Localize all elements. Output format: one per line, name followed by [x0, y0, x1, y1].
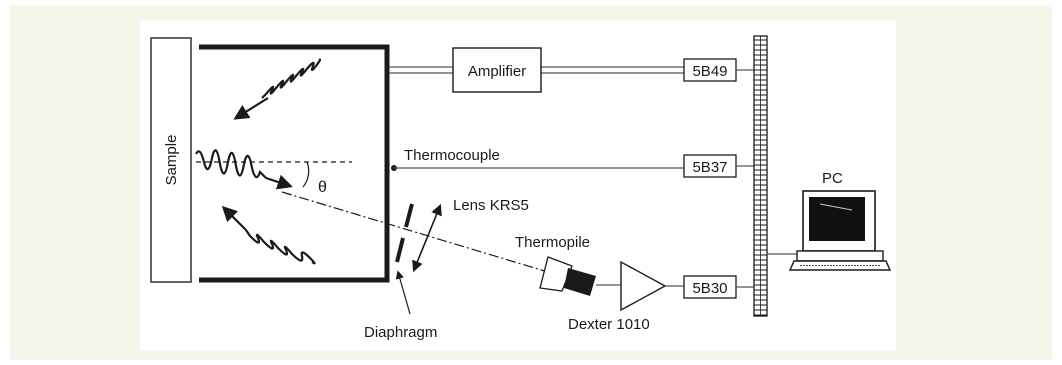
diaphragm: [395, 203, 414, 263]
diaphragm-label: Diaphragm: [364, 324, 437, 341]
amplifier-label: Amplifier: [468, 63, 526, 80]
pc-computer: [788, 190, 892, 271]
amplifier-wire: [389, 66, 684, 74]
thermopile-label: Thermopile: [515, 234, 590, 251]
chamber-wall: [199, 44, 390, 283]
module-5b49-label: 5B49: [692, 63, 727, 80]
module-5b30-label: 5B30: [692, 280, 727, 297]
radiation-wave-middle: [195, 149, 293, 190]
angle-arc: [302, 161, 310, 188]
angle-symbol: θ: [318, 179, 327, 196]
preamp-label: Dexter 1010: [568, 316, 650, 333]
dexter-preamp: [620, 260, 667, 312]
thermocouple-label: Thermocouple: [404, 147, 500, 164]
amplifier-box: [452, 47, 542, 93]
sample-box: [150, 37, 192, 283]
backplane-bus: [753, 35, 768, 317]
module-5b37-label: 5B37: [692, 159, 727, 176]
module-connectors: [736, 69, 754, 288]
lens-krs5: [412, 203, 442, 273]
diaphragm-pointer: [395, 270, 411, 315]
pc-label: PC: [822, 170, 843, 187]
radiation-wave-bottom: [221, 205, 316, 265]
lens-label: Lens KRS5: [453, 197, 529, 214]
sample-label: Sample: [163, 135, 180, 186]
radiation-wave-top: [233, 58, 322, 120]
thermopile-detector: [539, 256, 596, 296]
